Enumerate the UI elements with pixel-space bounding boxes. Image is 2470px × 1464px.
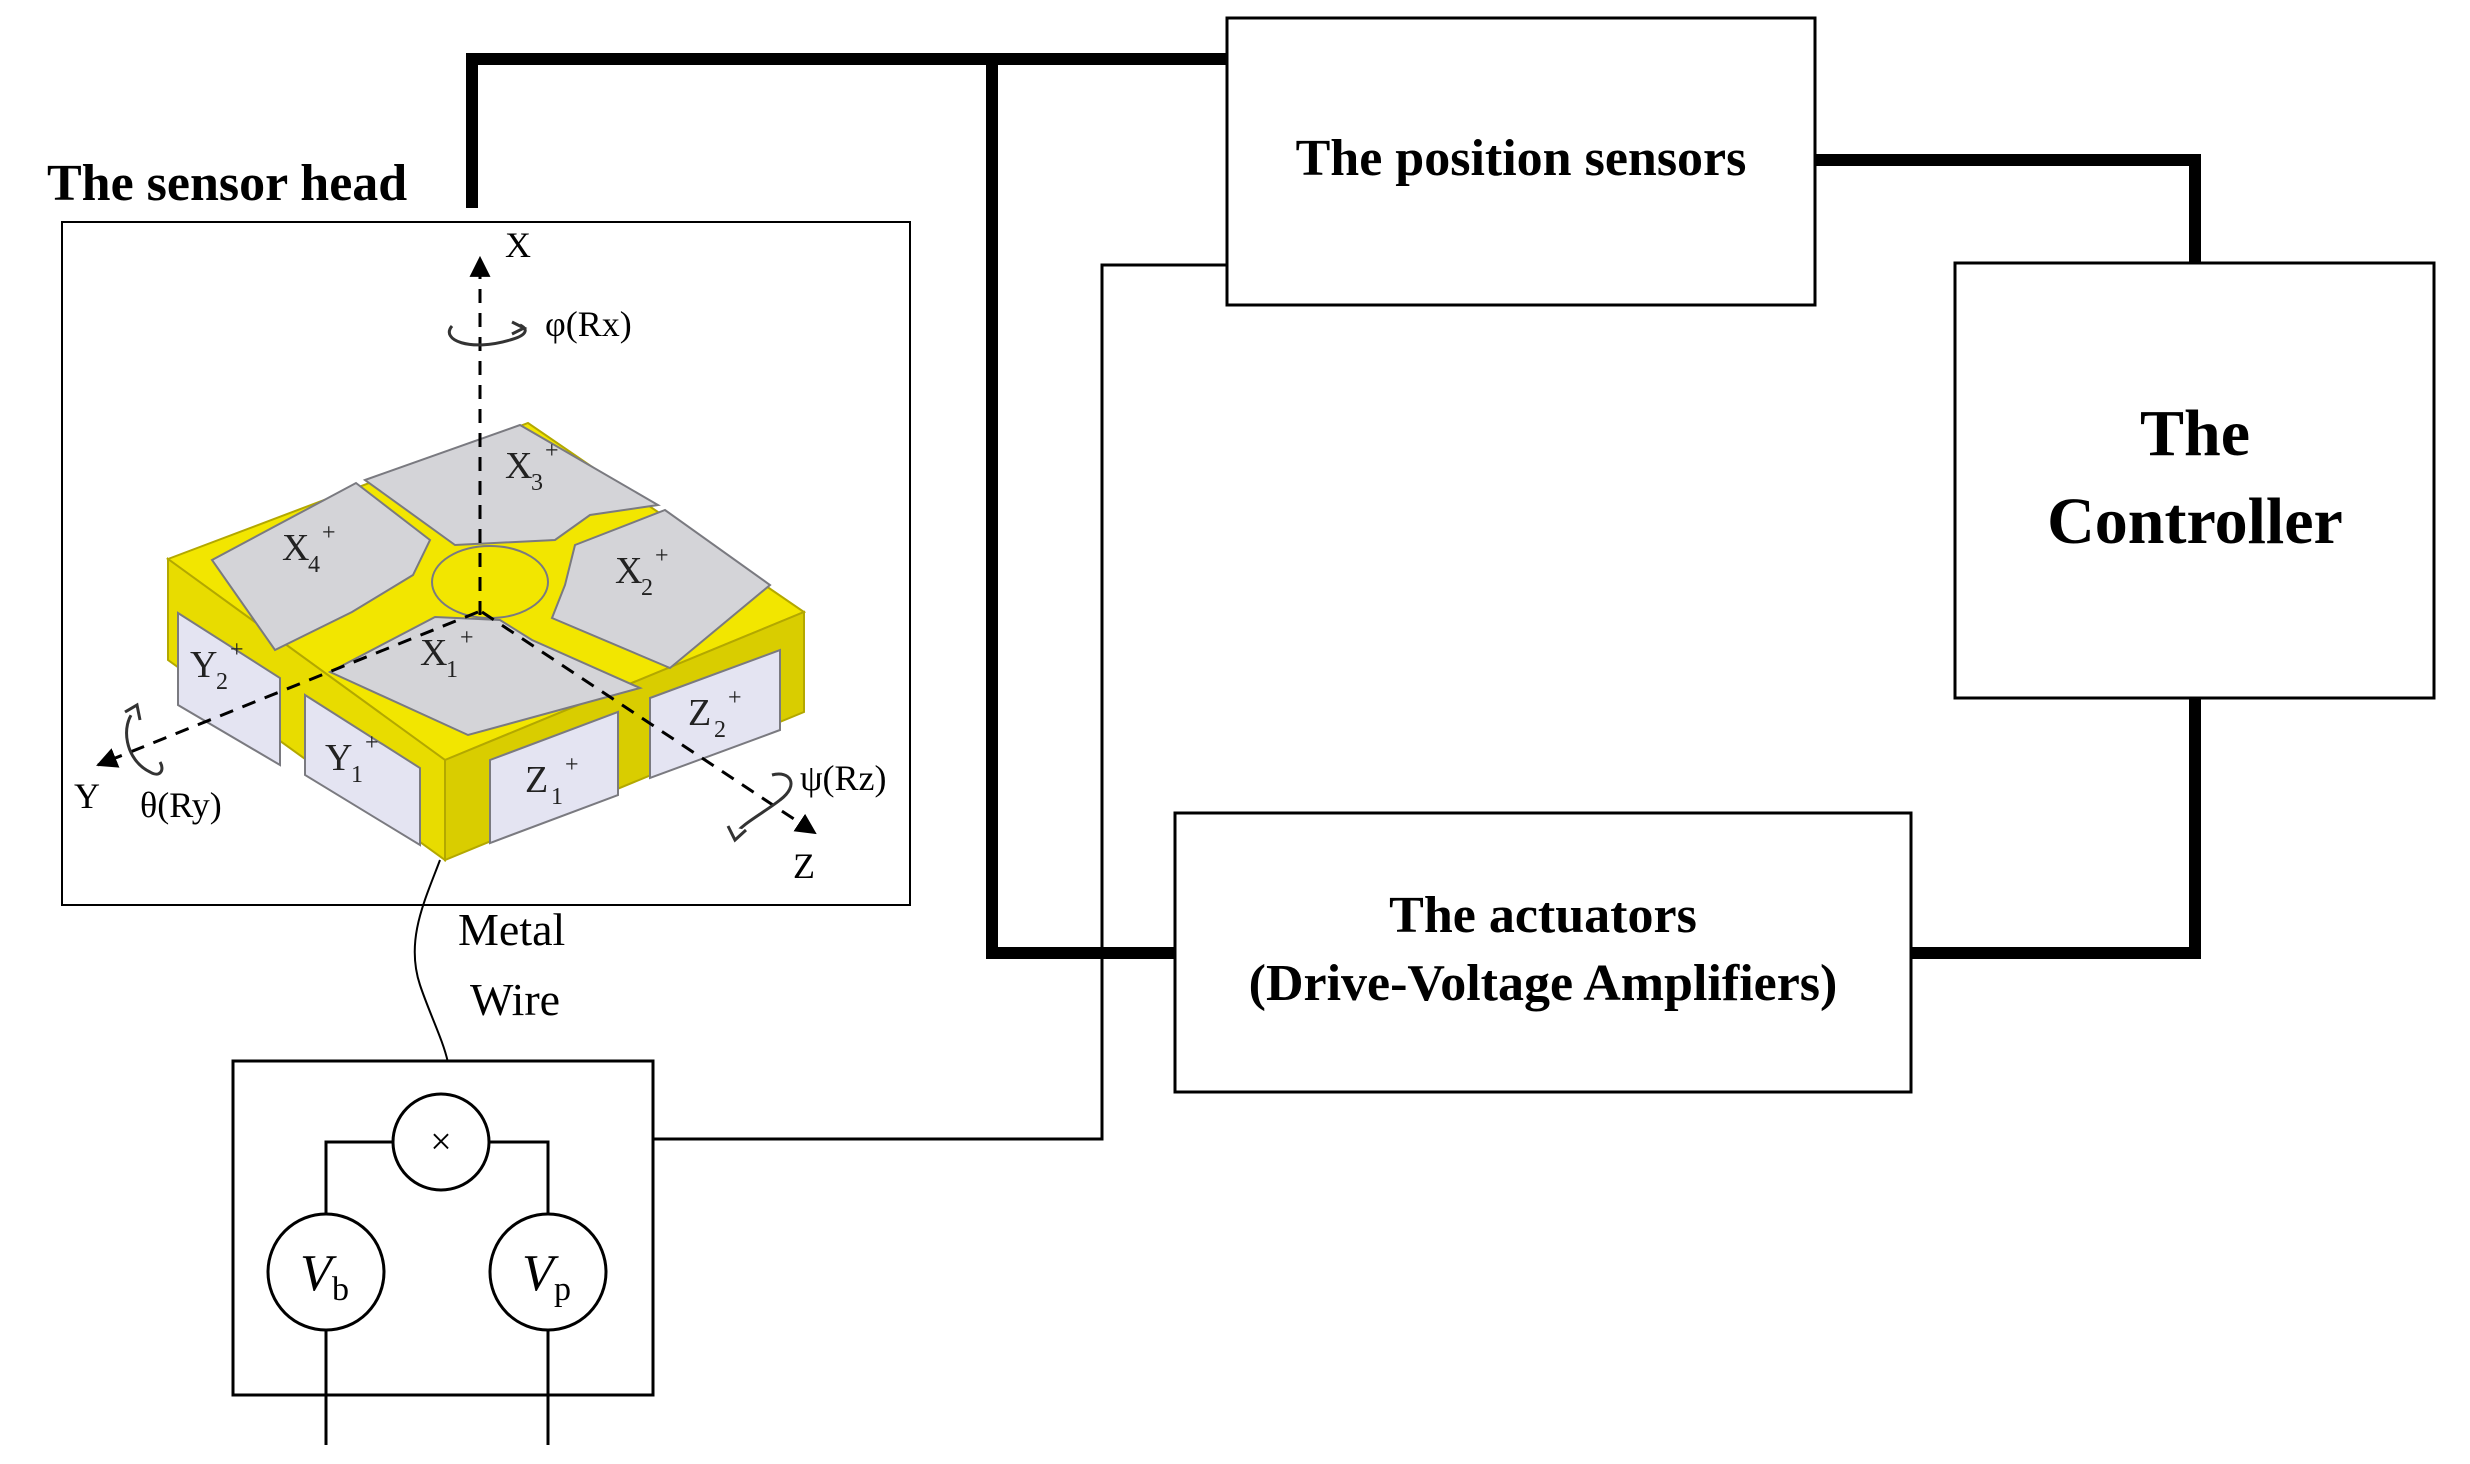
svg-text:1: 1 <box>351 762 363 788</box>
electrode-x4: X 4 + <box>210 481 432 652</box>
thin-signal-line <box>475 263 1226 1141</box>
svg-text:4: 4 <box>308 552 320 578</box>
svg-text:+: + <box>565 752 579 778</box>
electrode-z1: Z 1 + <box>489 710 619 845</box>
bus-position-sensors-to-controller <box>1814 154 2201 263</box>
svg-text:1: 1 <box>446 657 458 683</box>
svg-text:X: X <box>282 527 309 569</box>
sensor-head-title: The sensor head <box>47 155 407 212</box>
electrode-x3: X 3 + <box>362 423 661 547</box>
y-axis-arrow <box>96 610 479 768</box>
svg-text:X: X <box>505 445 532 487</box>
svg-text:+: + <box>728 685 742 711</box>
svg-text:V: V <box>522 1245 559 1302</box>
svg-text:Z: Z <box>525 759 548 801</box>
axes <box>96 255 817 835</box>
electrode-y1: Y 1 + <box>304 693 421 847</box>
y-axis-label: Y <box>74 776 100 816</box>
svg-text:+: + <box>365 730 379 756</box>
svg-text:3: 3 <box>531 470 543 496</box>
bus-to-actuators <box>986 59 1174 959</box>
z-axis-label: Z <box>793 846 815 886</box>
electrode-x1: X 1 + <box>327 615 643 737</box>
svg-text:+: + <box>322 520 336 546</box>
rotation-rz-label: ψ(Rz) <box>800 758 887 798</box>
position-sensors-label: The position sensors <box>1296 130 1747 187</box>
svg-text:2: 2 <box>714 717 726 743</box>
actuators-label-line1: The actuators <box>1389 887 1697 944</box>
rotation-rx-icon <box>448 320 528 347</box>
svg-text:+: + <box>545 438 559 464</box>
voltage-source-vb: V b <box>266 1212 386 1332</box>
svg-text:b: b <box>332 1271 349 1308</box>
thick-bus <box>466 53 2201 959</box>
electrode-y2: Y 2 + <box>177 611 281 767</box>
metal-wire-label-line2: Wire <box>470 974 560 1025</box>
rotation-ry-icon <box>124 702 164 776</box>
svg-text:X: X <box>615 550 642 592</box>
svg-text:Y: Y <box>190 644 217 686</box>
multiplier-symbol: × <box>430 1121 451 1163</box>
z-axis-arrow <box>481 610 817 835</box>
svg-text:2: 2 <box>216 669 228 695</box>
svg-text:1: 1 <box>551 784 563 810</box>
electrode-x2: X 2 + <box>550 508 772 670</box>
controller-block <box>1953 261 2436 700</box>
multiplier-node: × <box>391 1092 491 1192</box>
controller-label-line2: Controller <box>2047 485 2343 558</box>
svg-text:2: 2 <box>641 575 653 601</box>
metal-wire-label-line1: Metal <box>458 904 565 955</box>
svg-text:+: + <box>230 637 244 663</box>
sensor-centre-hole <box>431 545 549 619</box>
svg-text:p: p <box>554 1271 571 1308</box>
svg-text:X: X <box>420 632 447 674</box>
bus-controller-to-actuators <box>1910 697 2201 959</box>
sensor-head-illustration: X 4 + X 3 + X 2 + X 1 + Y 2 + <box>165 421 807 862</box>
controller-label-line1: The <box>2140 397 2250 470</box>
voltage-source-vp: V p <box>488 1212 608 1332</box>
x-axis-label: X <box>505 225 531 265</box>
position-sensors-block <box>1225 16 1817 307</box>
actuators-label-line2: (Drive-Voltage Amplifiers) <box>1249 955 1838 1012</box>
svg-text:V: V <box>300 1245 337 1302</box>
source-circuit-wires <box>324 1140 550 1445</box>
svg-text:Z: Z <box>688 692 711 734</box>
svg-text:+: + <box>655 543 669 569</box>
rotation-ry-label: θ(Ry) <box>140 785 222 825</box>
bus-sensor-to-position-sensors <box>466 53 1226 208</box>
actuators-block <box>1173 811 1913 1094</box>
svg-text:+: + <box>460 625 474 651</box>
rotation-rz-icon <box>726 772 793 843</box>
rotation-rx-label: φ(Rx) <box>545 304 632 344</box>
svg-text:Y: Y <box>325 737 352 779</box>
